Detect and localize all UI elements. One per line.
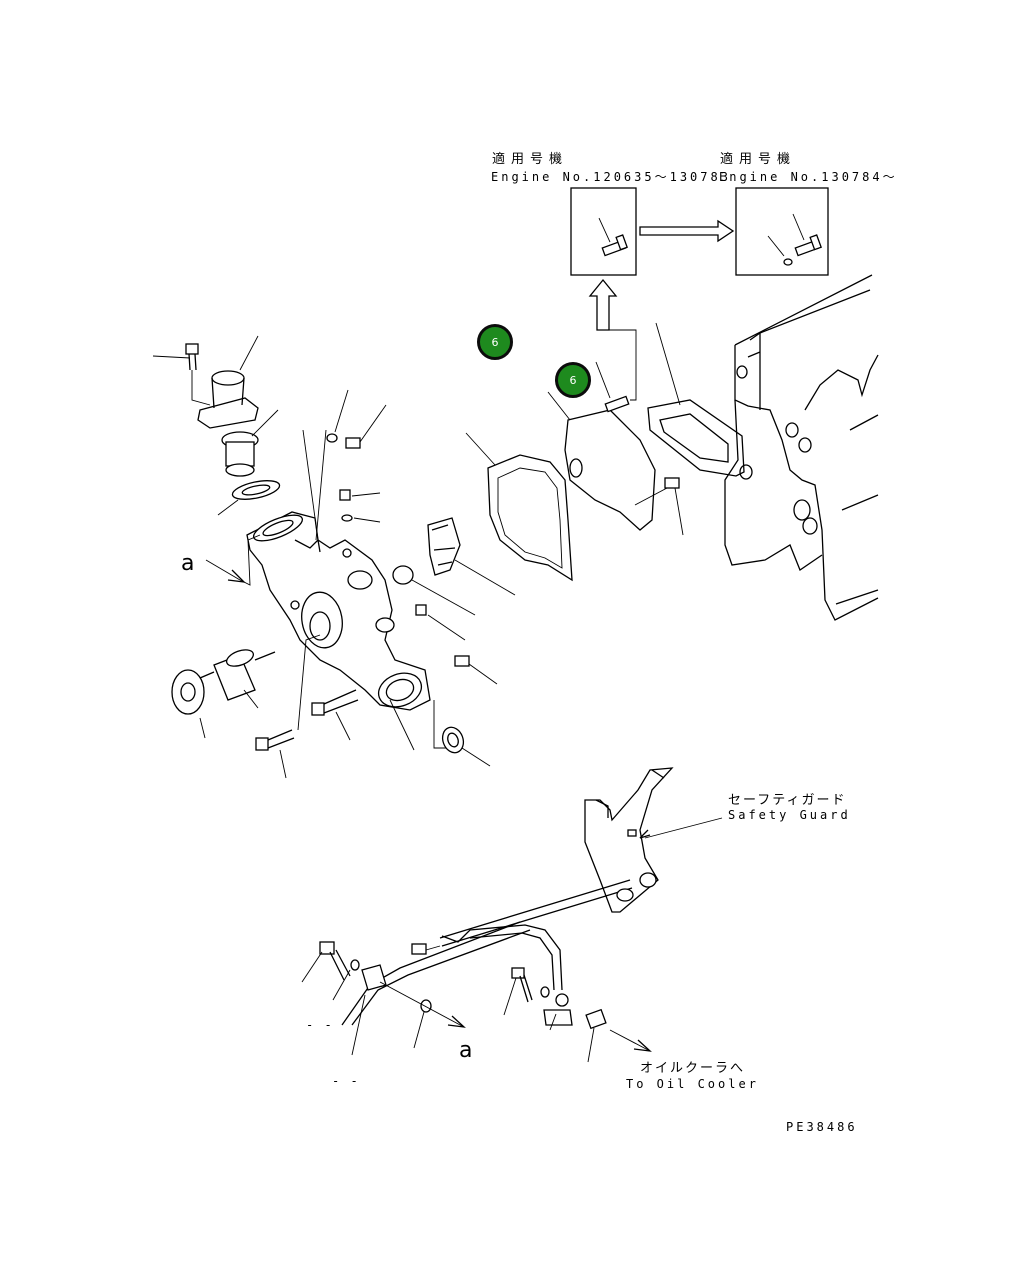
applicability-label-jp-1: 適用号機	[492, 152, 569, 167]
impeller	[392, 517, 516, 641]
part-callout-number: 6	[569, 373, 577, 387]
pump-fittings	[302, 389, 498, 767]
pump-bolts	[255, 634, 359, 779]
dash-mark-1: - -	[306, 1018, 334, 1032]
gear-cover-plate	[547, 361, 684, 536]
reference-mark-a-lower: a	[459, 1038, 473, 1063]
safety-guard	[584, 767, 723, 913]
engine-block	[724, 274, 879, 621]
reference-mark-a-upper: a	[181, 551, 195, 576]
oil-cooler-arrow	[609, 1029, 652, 1052]
part-callout-number: 6	[491, 335, 499, 349]
oil-cooler-label-jp: オイルクーラへ	[640, 1061, 746, 1076]
safety-guard-label-en: Safety Guard	[728, 808, 851, 822]
drawing-code: PE38486	[786, 1120, 858, 1134]
applicability-label-en-2: Engine No.130784～	[719, 170, 898, 184]
ref-arrow-lower	[379, 981, 466, 1028]
pulley-and-shaft	[171, 649, 276, 739]
oil-pipe-assembly	[341, 872, 657, 1030]
small-gasket	[647, 322, 745, 477]
dash-mark-2: - -	[332, 1074, 360, 1088]
ref-arrow-upper	[205, 534, 261, 586]
oil-cooler-label-en: To Oil Cooler	[626, 1077, 759, 1091]
part-callout-6[interactable]: 6	[477, 324, 513, 360]
applicability-box-new	[735, 187, 829, 276]
part-callout-6[interactable]: 6	[555, 362, 591, 398]
thermostat-housing-group	[152, 335, 281, 516]
gasket-large	[465, 432, 573, 582]
applicability-label-en-1: Engine No.120635～130783	[491, 170, 731, 184]
safety-guard-label-jp: セーフティガード	[728, 793, 847, 808]
applicability-box-old	[570, 187, 637, 276]
arrow-right-icon	[639, 219, 735, 243]
water-pump-body	[246, 511, 431, 711]
arrow-up-icon	[588, 278, 637, 401]
applicability-label-jp-2: 適用号機	[720, 152, 797, 167]
lower-fasteners	[301, 941, 595, 1063]
